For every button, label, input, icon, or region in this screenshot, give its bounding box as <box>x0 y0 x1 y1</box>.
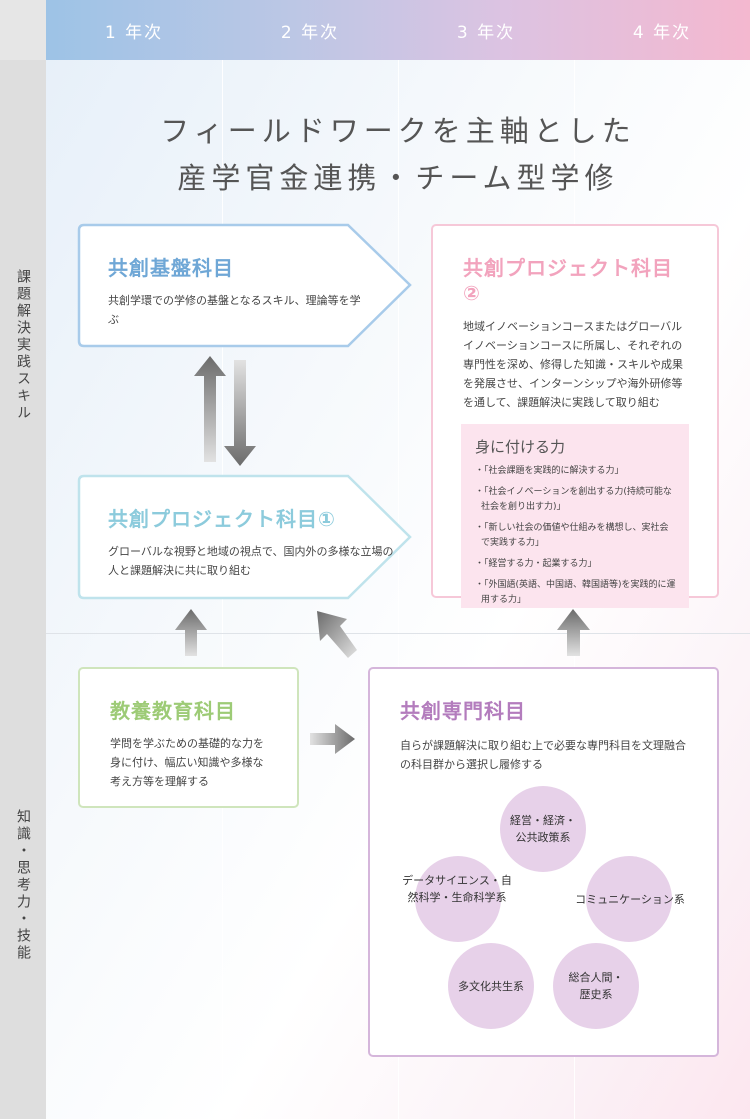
skill-item: ・「経営する力・起業する力」 <box>475 559 597 569</box>
row-divider <box>0 633 750 634</box>
title-line-1: フィールドワークを主軸とした <box>160 114 636 148</box>
arrow-kyoyo-to-senmon <box>310 724 355 754</box>
side-label-knowledge: 知識・思考力・技能 <box>15 808 31 962</box>
field-circle-tabunka: 多文化共生系 <box>448 943 534 1029</box>
side-bar <box>0 60 46 1119</box>
field-circle-keiei: 経営・経済・公共政策系 <box>500 786 586 872</box>
project2-box: 共創プロジェクト科目② 地域イノベーションコースまたはグローバルイノベーションコ… <box>431 224 719 608</box>
field-label-keiei: 経営・経済・公共政策系 <box>510 814 576 844</box>
year-4: 4 年次 <box>632 22 692 43</box>
field-label-data: データサイエンス・自然科学・生命科学系 <box>402 874 512 904</box>
project1-title: 共創プロジェクト科目① <box>108 507 336 531</box>
field-circle-data <box>415 856 501 942</box>
skill-item: ・「外国語(英語、中国語、韓国語等)を実践的に運用する力」 <box>475 580 676 605</box>
kyoyo-title: 教養教育科目 <box>110 699 236 723</box>
field-circle-communication <box>586 856 672 942</box>
year-1: 1 年次 <box>104 22 164 43</box>
kiban-desc: 共創学環での学修の基盤となるスキル、理論等を学ぶ <box>108 294 361 326</box>
project1-subject: 共創プロジェクト科目① グローバルな視野と地域の視点で、国内外の多様な立場の人と… <box>108 503 398 580</box>
title-line-2: 産学官金連携・チーム型学修 <box>177 161 619 195</box>
arrow-kyoyo-to-project1 <box>175 609 207 656</box>
skill-item: ・「社会イノベーションを創出する力(持続可能な社会を創り出す力)」 <box>475 487 672 512</box>
skills-panel: 身に付ける力 ・「社会課題を実践的に解決する力」 ・「社会イノベーションを創出す… <box>461 424 689 608</box>
side-label-skills: 課題解決実践スキル <box>15 268 31 422</box>
project1-desc: グローバルな視野と地域の視点で、国内外の多様な立場の人と課題解決に共に取り組む <box>108 545 394 577</box>
arrow-senmon-to-project2 <box>557 609 590 656</box>
senmon-desc: 自らが課題解決に取り組む上で必要な専門科目を文理融合の科目群から選択し履修する <box>400 739 686 771</box>
year-2: 2 年次 <box>280 22 340 43</box>
kiban-title: 共創基盤科目 <box>108 256 234 280</box>
column-divider <box>398 0 399 1119</box>
skill-item: ・「新しい社会の価値や仕組みを構想し、実社会で実践する力」 <box>475 523 669 548</box>
project2-desc: 地域イノベーションコースまたはグローバルイノベーションコースに所属し、それぞれの… <box>463 320 683 409</box>
skills-title: 身に付ける力 <box>475 438 566 456</box>
arrow-up-to-kiban <box>194 356 226 462</box>
header-corner <box>0 0 46 60</box>
kyoyo-desc: 学問を学ぶための基礎的な力を身に付け、幅広い知識や多様な考え方等を理解する <box>110 737 264 788</box>
senmon-title: 共創専門科目 <box>400 699 526 723</box>
field-circle-sogo: 総合人間・歴史系 <box>553 943 639 1029</box>
field-label-communication: コミュニケーション系 <box>575 893 685 906</box>
year-3: 3 年次 <box>456 22 516 43</box>
arrow-senmon-to-project1 <box>317 611 357 658</box>
field-label-tabunka: 多文化共生系 <box>458 979 524 993</box>
skill-item: ・「社会課題を実践的に解決する力」 <box>475 466 624 476</box>
field-label-sogo: 総合人間・歴史系 <box>568 971 624 1001</box>
arrow-down-to-project1 <box>224 360 256 466</box>
year-header: 1 年次 2 年次 3 年次 4 年次 <box>46 0 750 60</box>
project1-box <box>77 474 412 600</box>
project2-title: 共創プロジェクト科目② <box>463 256 673 305</box>
kiban-subject: 共創基盤科目 共創学環での学修の基盤となるスキル、理論等を学ぶ <box>108 252 368 329</box>
page-title: フィールドワークを主軸とした 産学官金連携・チーム型学修 <box>46 108 750 202</box>
kyoyo-box: 教養教育科目 学問を学ぶための基礎的な力を身に付け、幅広い知識や多様な考え方等を… <box>78 667 299 808</box>
kiban-box <box>77 223 412 348</box>
